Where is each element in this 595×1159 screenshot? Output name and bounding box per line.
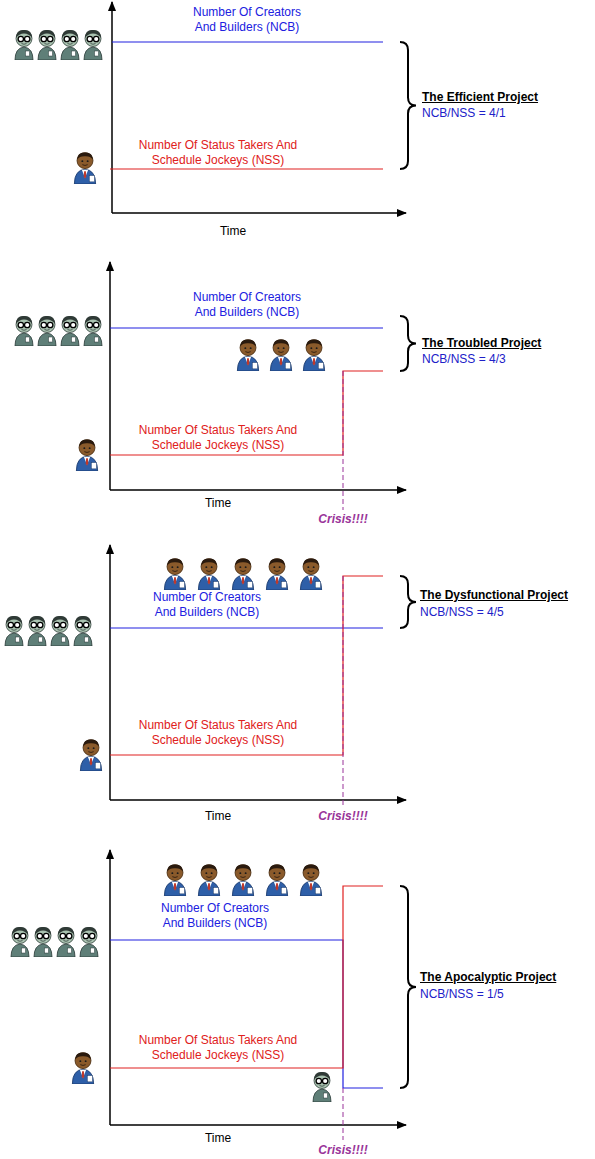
- ratio-label: NCB/NSS = 4/3: [422, 352, 506, 367]
- status-taker-icon: [266, 865, 287, 896]
- ratio-label: NCB/NSS = 1/5: [420, 987, 504, 1002]
- x-axis: [110, 1124, 406, 1126]
- builder-icon: [11, 927, 29, 957]
- project-title: The Efficient Project: [422, 90, 538, 105]
- nss-line: [110, 371, 383, 455]
- panel-apocalyptic: [11, 850, 416, 1140]
- ncb-line: [112, 41, 383, 42]
- ncb-line: [110, 940, 383, 1088]
- builder-icon: [74, 616, 92, 646]
- nss-series-label: Number Of Status Takers And Schedule Joc…: [126, 718, 311, 748]
- y-axis: [111, 2, 113, 213]
- nss-line: [110, 168, 383, 169]
- status-taker-icon: [266, 559, 287, 590]
- status-taker-icon: [164, 559, 185, 590]
- axis-label: Time: [193, 224, 273, 239]
- ncb-series-label: Number Of Creators And Builders (NCB): [154, 901, 276, 931]
- x-axis: [110, 799, 406, 801]
- ratio-label: NCB/NSS = 4/5: [420, 605, 504, 620]
- project-title: The Apocalyptic Project: [420, 970, 556, 985]
- crisis-marker: [343, 576, 344, 808]
- ncb-line: [110, 627, 383, 628]
- builder-icon: [84, 316, 102, 346]
- curly-brace: [400, 576, 416, 628]
- status-taker-icon: [74, 153, 95, 184]
- status-taker-icon: [237, 340, 258, 371]
- status-taker-icon: [232, 865, 253, 896]
- builder-icon: [61, 30, 79, 60]
- panel-troubled: [15, 262, 416, 510]
- nss-line: [110, 886, 383, 1068]
- builder-icon: [34, 927, 52, 957]
- builder-icon: [5, 616, 23, 646]
- status-taker-icon: [303, 340, 324, 371]
- ncb-series-label: Number Of Creators And Builders (NCB): [186, 5, 308, 35]
- status-taker-icon: [164, 865, 185, 896]
- nss-series-label: Number Of Status Takers And Schedule Joc…: [126, 423, 311, 453]
- builder-icon: [38, 30, 56, 60]
- builder-icon: [38, 316, 56, 346]
- axis-label: Time: [178, 1131, 258, 1146]
- y-axis: [109, 545, 111, 800]
- project-title: The Dysfunctional Project: [420, 588, 568, 603]
- panel-efficient: [15, 2, 416, 213]
- y-axis: [109, 850, 111, 1125]
- crisis-marker: [343, 1088, 344, 1140]
- status-taker-icon: [232, 559, 253, 590]
- curly-brace: [400, 886, 416, 1088]
- axis-label: Time: [178, 809, 258, 824]
- ncb-line: [110, 327, 383, 328]
- crisis-label: Crisis!!!!: [298, 809, 388, 824]
- status-taker-icon: [80, 740, 101, 771]
- curly-brace: [400, 316, 416, 371]
- nss-series-label: Number Of Status Takers And Schedule Joc…: [126, 1033, 311, 1063]
- x-axis: [112, 212, 406, 214]
- ncb-series-label: Number Of Creators And Builders (NCB): [186, 290, 308, 320]
- axis-label: Time: [178, 496, 258, 511]
- builder-icon: [51, 616, 69, 646]
- x-axis: [110, 489, 406, 491]
- status-taker-icon: [300, 865, 321, 896]
- curly-brace: [400, 42, 416, 169]
- builder-icon: [15, 30, 33, 60]
- crisis-marker: [343, 371, 344, 510]
- builder-icon: [28, 616, 46, 646]
- builder-icon: [84, 30, 102, 60]
- builder-icon: [57, 927, 75, 957]
- nss-line: [110, 576, 383, 755]
- status-taker-icon: [270, 340, 291, 371]
- ratio-label: NCB/NSS = 4/1: [422, 106, 506, 121]
- crisis-label: Crisis!!!!: [298, 1143, 388, 1158]
- builder-icon: [313, 1072, 331, 1102]
- nss-series-label: Number Of Status Takers And Schedule Joc…: [126, 138, 311, 168]
- status-taker-icon: [72, 1053, 93, 1084]
- y-axis: [109, 262, 111, 490]
- panel-dysfunctional: [5, 545, 416, 808]
- builder-icon: [80, 927, 98, 957]
- builder-icon: [61, 316, 79, 346]
- status-taker-icon: [198, 559, 219, 590]
- ncb-series-label: Number Of Creators And Builders (NCB): [146, 590, 268, 620]
- status-taker-icon: [300, 559, 321, 590]
- project-title: The Troubled Project: [422, 336, 541, 351]
- status-taker-icon: [198, 865, 219, 896]
- builder-icon: [15, 316, 33, 346]
- crisis-label: Crisis!!!!: [298, 512, 388, 527]
- status-taker-icon: [76, 440, 97, 471]
